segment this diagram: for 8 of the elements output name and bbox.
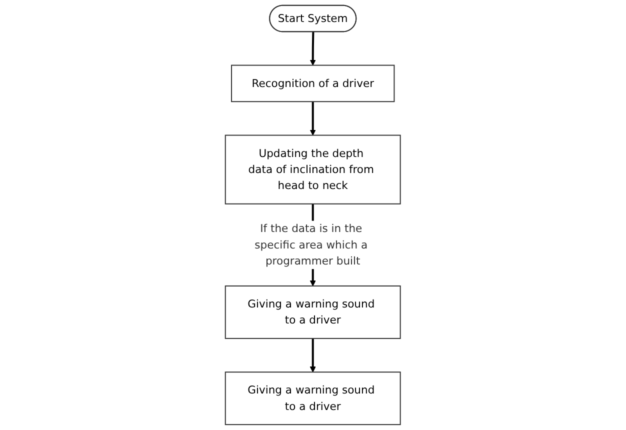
arrow	[310, 102, 316, 136]
node-box: Updating the depth data of inclination from head to neck	[225, 134, 401, 204]
node-box: Giving a warning sound to a driver	[225, 285, 401, 339]
node-box: Recognition of a driver	[231, 64, 395, 102]
arrow	[310, 32, 316, 66]
arrow	[310, 338, 316, 372]
edge-label: If the data is in the specific area which a programmer built	[254, 222, 368, 268]
node-box: Giving a warning sound to a driver	[225, 372, 401, 426]
